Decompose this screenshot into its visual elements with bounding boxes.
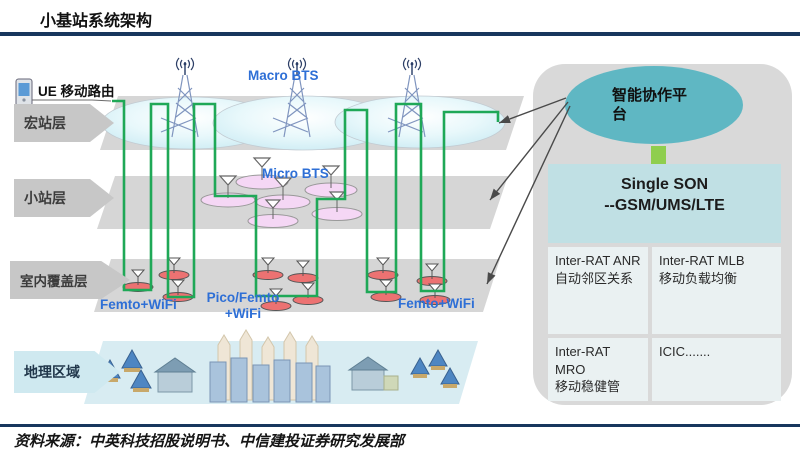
ue-label: UE 移动路由 <box>38 84 115 99</box>
son-cell-anr: Inter-RAT ANR 自动邻区关系 <box>548 247 648 334</box>
house-icon <box>347 356 399 391</box>
source-divider <box>0 424 800 427</box>
femto-antenna-icon <box>370 279 402 302</box>
pico-femto-label: Pico/Femto +WiFi <box>198 290 288 321</box>
micro-antenna-icon <box>247 199 299 228</box>
micro-layer-band <box>97 176 508 229</box>
layer-tag-micro-label: 小站层 <box>24 190 66 206</box>
micro-bts-label: Micro BTS <box>262 166 329 181</box>
son-cell-mro-en: Inter-RAT MRO <box>555 344 611 377</box>
son-cell-mlb: Inter-RAT MLB 移动负载均衡 <box>652 247 781 334</box>
macro-layer-band <box>100 96 524 150</box>
micro-antenna-icon <box>311 191 363 221</box>
son-cell-anr-en: Inter-RAT ANR <box>555 253 641 268</box>
macro-bts-label: Macro BTS <box>248 68 319 83</box>
skyscraper-icons <box>209 329 331 403</box>
page-title: 小基站系统架构 <box>40 13 153 30</box>
pico-femto-label-line2: +WiFi <box>224 305 262 321</box>
femto-antenna-icon <box>158 257 190 280</box>
son-cell-mro: Inter-RAT MRO 移动稳健管 <box>548 338 648 401</box>
son-title-line1: Single SON <box>620 176 709 193</box>
layer-tag-indoor-label: 室内覆盖层 <box>20 274 88 289</box>
layer-tag-macro-label: 宏站层 <box>24 115 66 131</box>
platform-ellipse: 智能协作平台 <box>565 66 743 144</box>
ue-phone-icon <box>15 78 33 107</box>
source-note: 资料来源：中英科技招股说明书、中信建投证券研究发展部 <box>14 432 405 450</box>
son-cell-mlb-en: Inter-RAT MLB <box>659 253 745 268</box>
micro-antenna-icon <box>200 175 256 208</box>
house-icon <box>153 357 197 393</box>
son-cell-icic-en: ICIC....... <box>659 344 711 359</box>
femto-antenna-icon <box>292 282 324 305</box>
femto-antenna-icon <box>252 257 284 280</box>
son-cell-icic: ICIC....... <box>652 338 781 401</box>
son-cell-anr-cn: 自动邻区关系 <box>555 270 634 286</box>
son-table: Inter-RAT ANR 自动邻区关系 Inter-RAT MLB 移动负载均… <box>548 247 781 401</box>
son-title-line2: --GSM/UMS/LTE <box>604 196 725 214</box>
layer-bands <box>84 96 524 404</box>
geo-layer-band <box>84 341 478 404</box>
pico-femto-label-line1: Pico/Femto <box>206 290 280 305</box>
macro-coverage-ellipses <box>101 95 506 151</box>
layer-tag-geo: 地理区域 <box>14 351 120 393</box>
son-cell-mro-cn: 移动稳健管 <box>555 379 621 395</box>
macro-tower-icon <box>387 57 426 138</box>
buildings-illustration <box>99 329 460 403</box>
layer-tag-macro: 宏站层 <box>14 104 114 142</box>
layer-tag-indoor: 室内覆盖层 <box>10 261 130 299</box>
layer-tag-micro: 小站层 <box>14 179 114 217</box>
femto-antenna-icon <box>287 260 319 283</box>
femto-right-label: Femto+WiFi <box>398 296 475 311</box>
ue-callout-line <box>24 99 112 102</box>
femto-antenna-icon <box>367 257 399 280</box>
micro-antenna-icon <box>255 177 311 210</box>
layer-tag-geo-label: 地理区域 <box>24 364 80 380</box>
femto-left-label: Femto+WiFi <box>100 297 177 312</box>
son-title-box: Single SON --GSM/UMS/LTE <box>548 164 781 243</box>
femto-antenna-icon <box>416 263 448 286</box>
son-cell-mlb-cn: 移动负载均衡 <box>659 270 738 286</box>
platform-title: 智能协作平台 <box>612 86 688 124</box>
tent-icons <box>410 348 460 388</box>
route-path <box>112 99 500 299</box>
title-divider <box>0 32 800 36</box>
macro-tower-icon <box>160 57 199 138</box>
